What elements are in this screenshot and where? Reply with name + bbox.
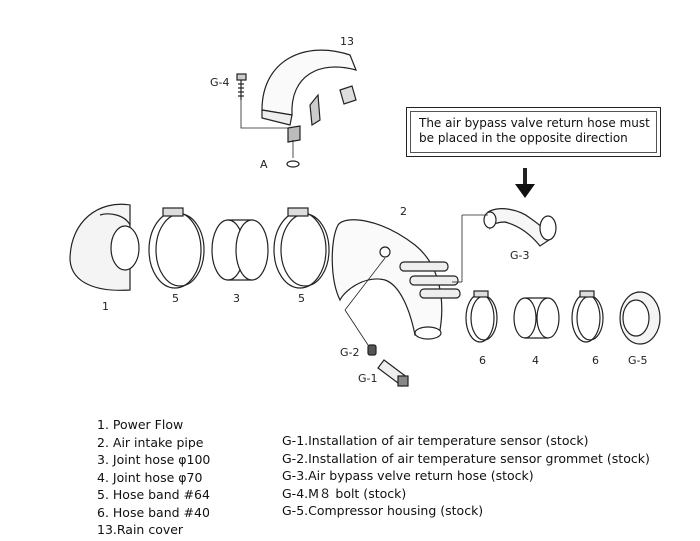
callout-13: 13 <box>340 35 354 48</box>
hose-band-40-part-b <box>571 290 604 343</box>
callout-g5: G-5 <box>628 354 648 367</box>
legend-item: G-5.Compressor housing (stock) <box>282 503 484 518</box>
note-line-2: be placed in the opposite direction <box>419 131 628 145</box>
note-line-1: The air bypass valve return hose must <box>419 116 650 130</box>
legend-item: 6. Hose band #40 <box>97 504 210 520</box>
legend-item: G-3.Air bypass velve return hose (stock) <box>282 468 534 483</box>
legend-item: G-2.Installation of air temperature sens… <box>282 450 650 466</box>
direction-note-text: The air bypass valve return hose must be… <box>419 116 650 146</box>
stock-parts-legend: G-1.Installation of air temperature sens… <box>282 432 650 520</box>
legend-item: G-1.Installation of air temperature sens… <box>282 433 589 448</box>
callout-5-right: 5 <box>298 292 305 305</box>
legend-item: 5. Hose band #64 <box>97 487 210 502</box>
hose-band-40-part-a <box>465 290 498 343</box>
rain-cover-part <box>261 49 358 143</box>
sensor-grommet-part <box>367 344 377 356</box>
legend-item: 2. Air intake pipe <box>97 434 204 450</box>
callout-6-left: 6 <box>479 354 486 367</box>
callout-4: 4 <box>532 354 539 367</box>
power-flow-part <box>69 203 140 291</box>
hose-band-64-part-b <box>273 207 330 289</box>
air-temperature-sensor-part <box>377 359 409 387</box>
callout-6-right: 6 <box>592 354 599 367</box>
callout-5-left: 5 <box>172 292 179 305</box>
callout-3: 3 <box>233 292 240 305</box>
air-intake-pipe-part <box>331 219 461 340</box>
direction-arrow-icon <box>515 168 535 198</box>
joint-hose-70-part <box>513 297 560 339</box>
legend-item: 4. Joint hose φ70 <box>97 469 203 485</box>
parts-legend: 1. Power Flow 2. Air intake pipe 3. Join… <box>97 416 210 539</box>
callout-g3: G-3 <box>510 249 530 262</box>
legend-item: G-4.M８ bolt (stock) <box>282 485 407 501</box>
callout-2: 2 <box>400 205 407 218</box>
callout-g2: G-2 <box>340 346 360 359</box>
legend-item: 13.Rain cover <box>97 522 184 537</box>
legend-item: 3. Joint hose φ100 <box>97 452 211 467</box>
joint-hose-100-part <box>211 219 269 281</box>
direction-note-box: The air bypass valve return hose must be… <box>406 107 661 157</box>
callout-a: A <box>260 158 268 171</box>
hose-band-64-part-a <box>148 207 205 289</box>
callout-g4: G-4 <box>210 76 230 89</box>
bypass-return-hose-part <box>483 208 557 247</box>
callout-1: 1 <box>102 300 109 313</box>
compressor-housing-part <box>619 291 661 345</box>
callout-g1: G-1 <box>358 372 378 385</box>
m8-bolt-part <box>236 73 300 168</box>
legend-item: 1. Power Flow <box>97 417 184 432</box>
